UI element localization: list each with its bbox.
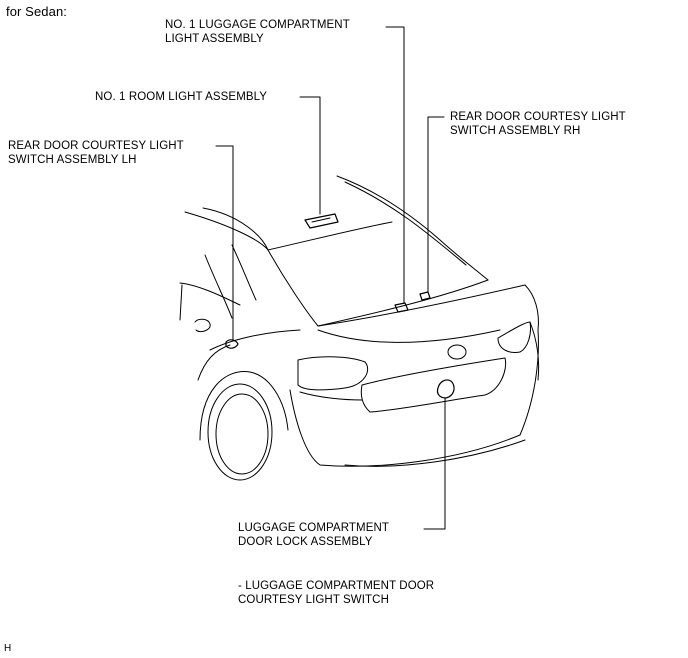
- tail-lamp-right: [497, 321, 531, 353]
- roof-line-right: [336, 175, 489, 281]
- emblem: [447, 344, 467, 360]
- label-line: LUGGAGE COMPARTMENT: [238, 522, 389, 534]
- side-door-gap: [179, 284, 183, 321]
- label-line: NO. 1 ROOM LIGHT ASSEMBLY: [95, 91, 268, 103]
- roof-line-right-2: [344, 181, 467, 266]
- label-line: NO. 1 LUGGAGE COMPARTMENT: [165, 19, 350, 31]
- side-body-lower: [197, 344, 231, 381]
- bumper-top: [299, 391, 363, 401]
- wheel-arch: [199, 371, 289, 441]
- roof-line-left: [202, 207, 269, 251]
- leader-room-light: [299, 96, 321, 215]
- door-lock-part: [436, 379, 455, 399]
- label-door-lock: LUGGAGE COMPARTMENT DOOR LOCK ASSEMBLY: [238, 521, 389, 549]
- label-line: SWITCH ASSEMBLY LH: [8, 154, 137, 166]
- label-line: LIGHT ASSEMBLY: [165, 33, 264, 45]
- bumper-lower: [344, 439, 526, 467]
- rear-window-top: [267, 221, 393, 251]
- rear-window-left: [267, 249, 319, 327]
- label-courtesy-rh: REAR DOOR COURTESY LIGHT SWITCH ASSEMBLY…: [450, 110, 626, 138]
- diagram-heading: for Sedan:: [6, 4, 67, 19]
- leader-courtesy-lh: [215, 145, 234, 341]
- luggage-light-detail: [311, 217, 331, 223]
- figure-code: H: [4, 643, 12, 654]
- side-body-belt: [209, 329, 301, 351]
- luggage-light-part: [304, 213, 339, 229]
- label-line: REAR DOOR COURTESY LIGHT: [8, 140, 184, 152]
- label-line: DOOR LOCK ASSEMBLY: [238, 536, 373, 548]
- label-line: COURTESY LIGHT SWITCH: [238, 594, 389, 606]
- bumper-right: [519, 329, 539, 436]
- leader-luggage-light: [385, 26, 405, 304]
- label-line: SWITCH ASSEMBLY RH: [450, 125, 581, 137]
- rear-window-bottom: [317, 279, 489, 327]
- courtesy-lh-part: [225, 339, 239, 349]
- rear-corner: [529, 321, 540, 381]
- label-line: REAR DOOR COURTESY LIGHT: [450, 111, 626, 123]
- label-courtesy-lh: REAR DOOR COURTESY LIGHT SWITCH ASSEMBLY…: [8, 139, 184, 167]
- rear-wheel-inner: [215, 393, 269, 475]
- side-quarter-top: [179, 282, 241, 306]
- trunk-lid-rear-edge: [317, 329, 501, 343]
- label-luggage-light: NO. 1 LUGGAGE COMPARTMENT LIGHT ASSEMBLY: [165, 18, 350, 46]
- side-quarter-line: [204, 254, 233, 319]
- label-room-light: NO. 1 ROOM LIGHT ASSEMBLY: [95, 90, 267, 104]
- trunk-lid-top: [317, 284, 526, 327]
- label-courtesy-switch: - LUGGAGE COMPARTMENT DOOR COURTESY LIGH…: [238, 579, 434, 607]
- rear-wheel-outer: [207, 383, 273, 481]
- trunk-right-edge: [524, 284, 539, 331]
- leader-courtesy-rh: [427, 116, 445, 293]
- tail-lamp-left: [297, 356, 369, 391]
- bumper-body: [289, 389, 521, 467]
- license-recess: [360, 357, 507, 413]
- label-line: - LUGGAGE COMPARTMENT DOOR: [238, 580, 435, 592]
- courtesy-rh-part: [419, 291, 431, 301]
- room-light-part: [394, 302, 409, 313]
- fuel-door: [194, 318, 211, 333]
- leader-door-lock: [423, 397, 446, 530]
- c-pillar: [231, 244, 257, 301]
- roof-front-edge: [184, 211, 269, 251]
